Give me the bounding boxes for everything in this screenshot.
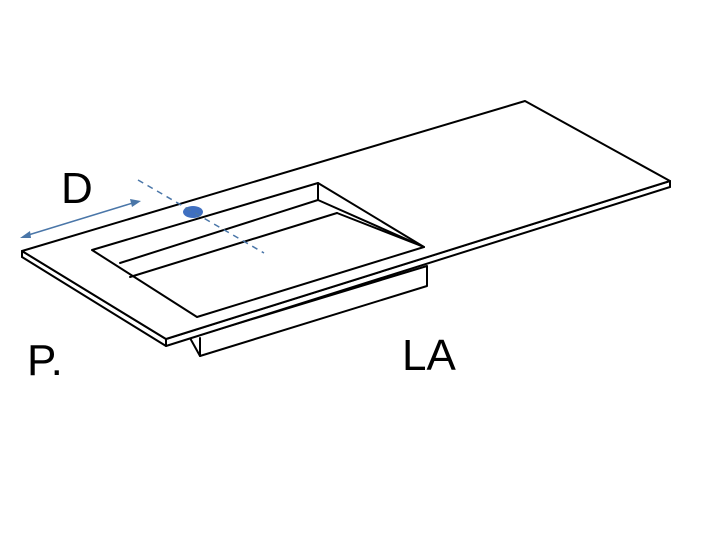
depth-dimension-arrow — [20, 199, 141, 238]
arrowhead-left-icon — [20, 231, 31, 238]
label-depth: D — [61, 164, 93, 213]
basin-front-face — [189, 265, 428, 357]
label-width: LA — [402, 331, 456, 380]
basin — [91, 182, 425, 318]
basin-underside — [189, 265, 428, 357]
arrowhead-right-icon — [130, 199, 141, 207]
label-projection: P. — [27, 336, 63, 385]
basin-channel-line — [129, 212, 338, 278]
tap-centerline — [137, 179, 265, 254]
basin-floor-slope-inner — [336, 212, 425, 248]
